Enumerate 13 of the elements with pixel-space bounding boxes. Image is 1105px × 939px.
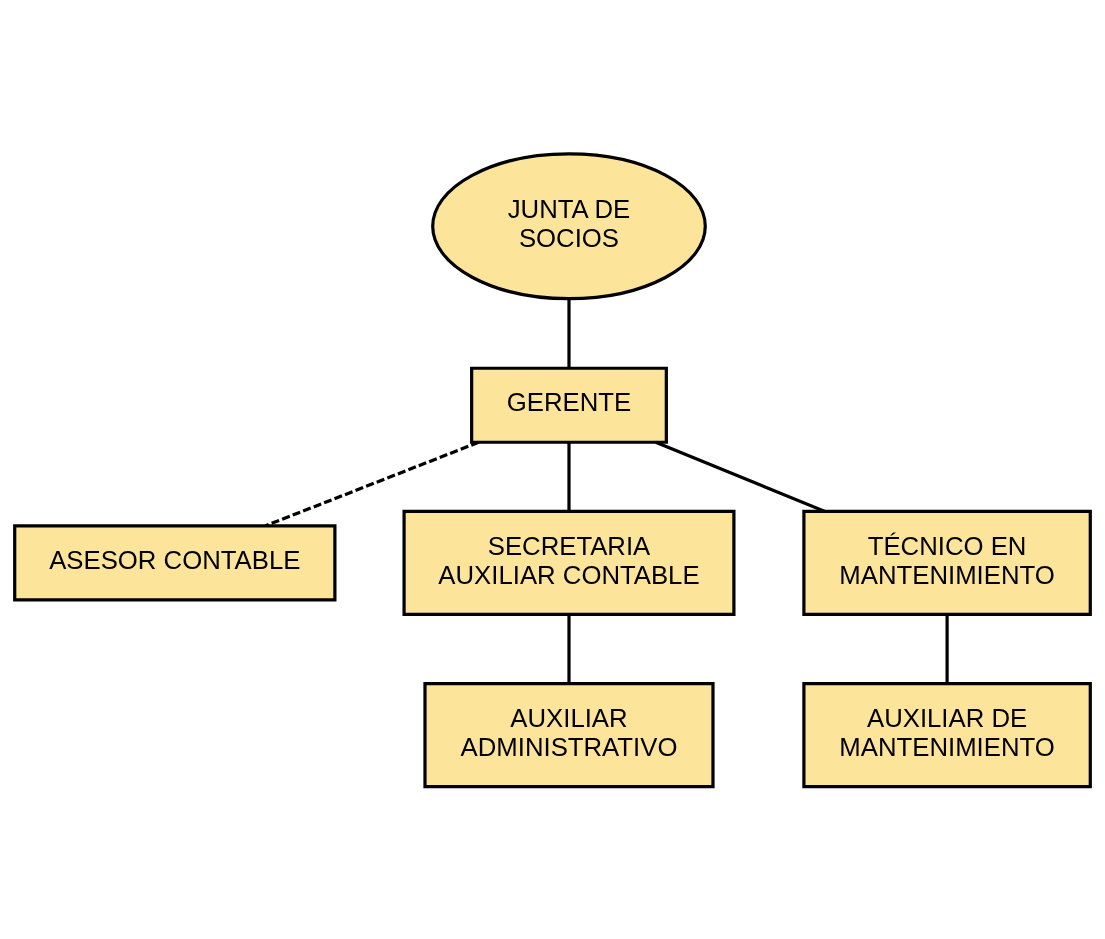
connector [567, 614, 571, 683]
node-box: ASESOR CONTABLE [13, 523, 337, 602]
connector [945, 614, 949, 683]
node-box: SECRETARIA AUXILIAR CONTABLE [402, 509, 736, 616]
node-box: GERENTE [470, 366, 668, 444]
node-box: AUXILIAR ADMINISTRATIVO [423, 681, 715, 788]
connector [567, 298, 571, 368]
node-box: TÉCNICO EN MANTENIMIENTO [802, 509, 1092, 616]
connector [567, 442, 571, 511]
node-box: AUXILIAR DE MANTENIMIENTO [802, 681, 1092, 788]
connector [264, 440, 480, 527]
connector [655, 440, 826, 513]
node-ellipse: JUNTA DE SOCIOS [431, 151, 707, 300]
